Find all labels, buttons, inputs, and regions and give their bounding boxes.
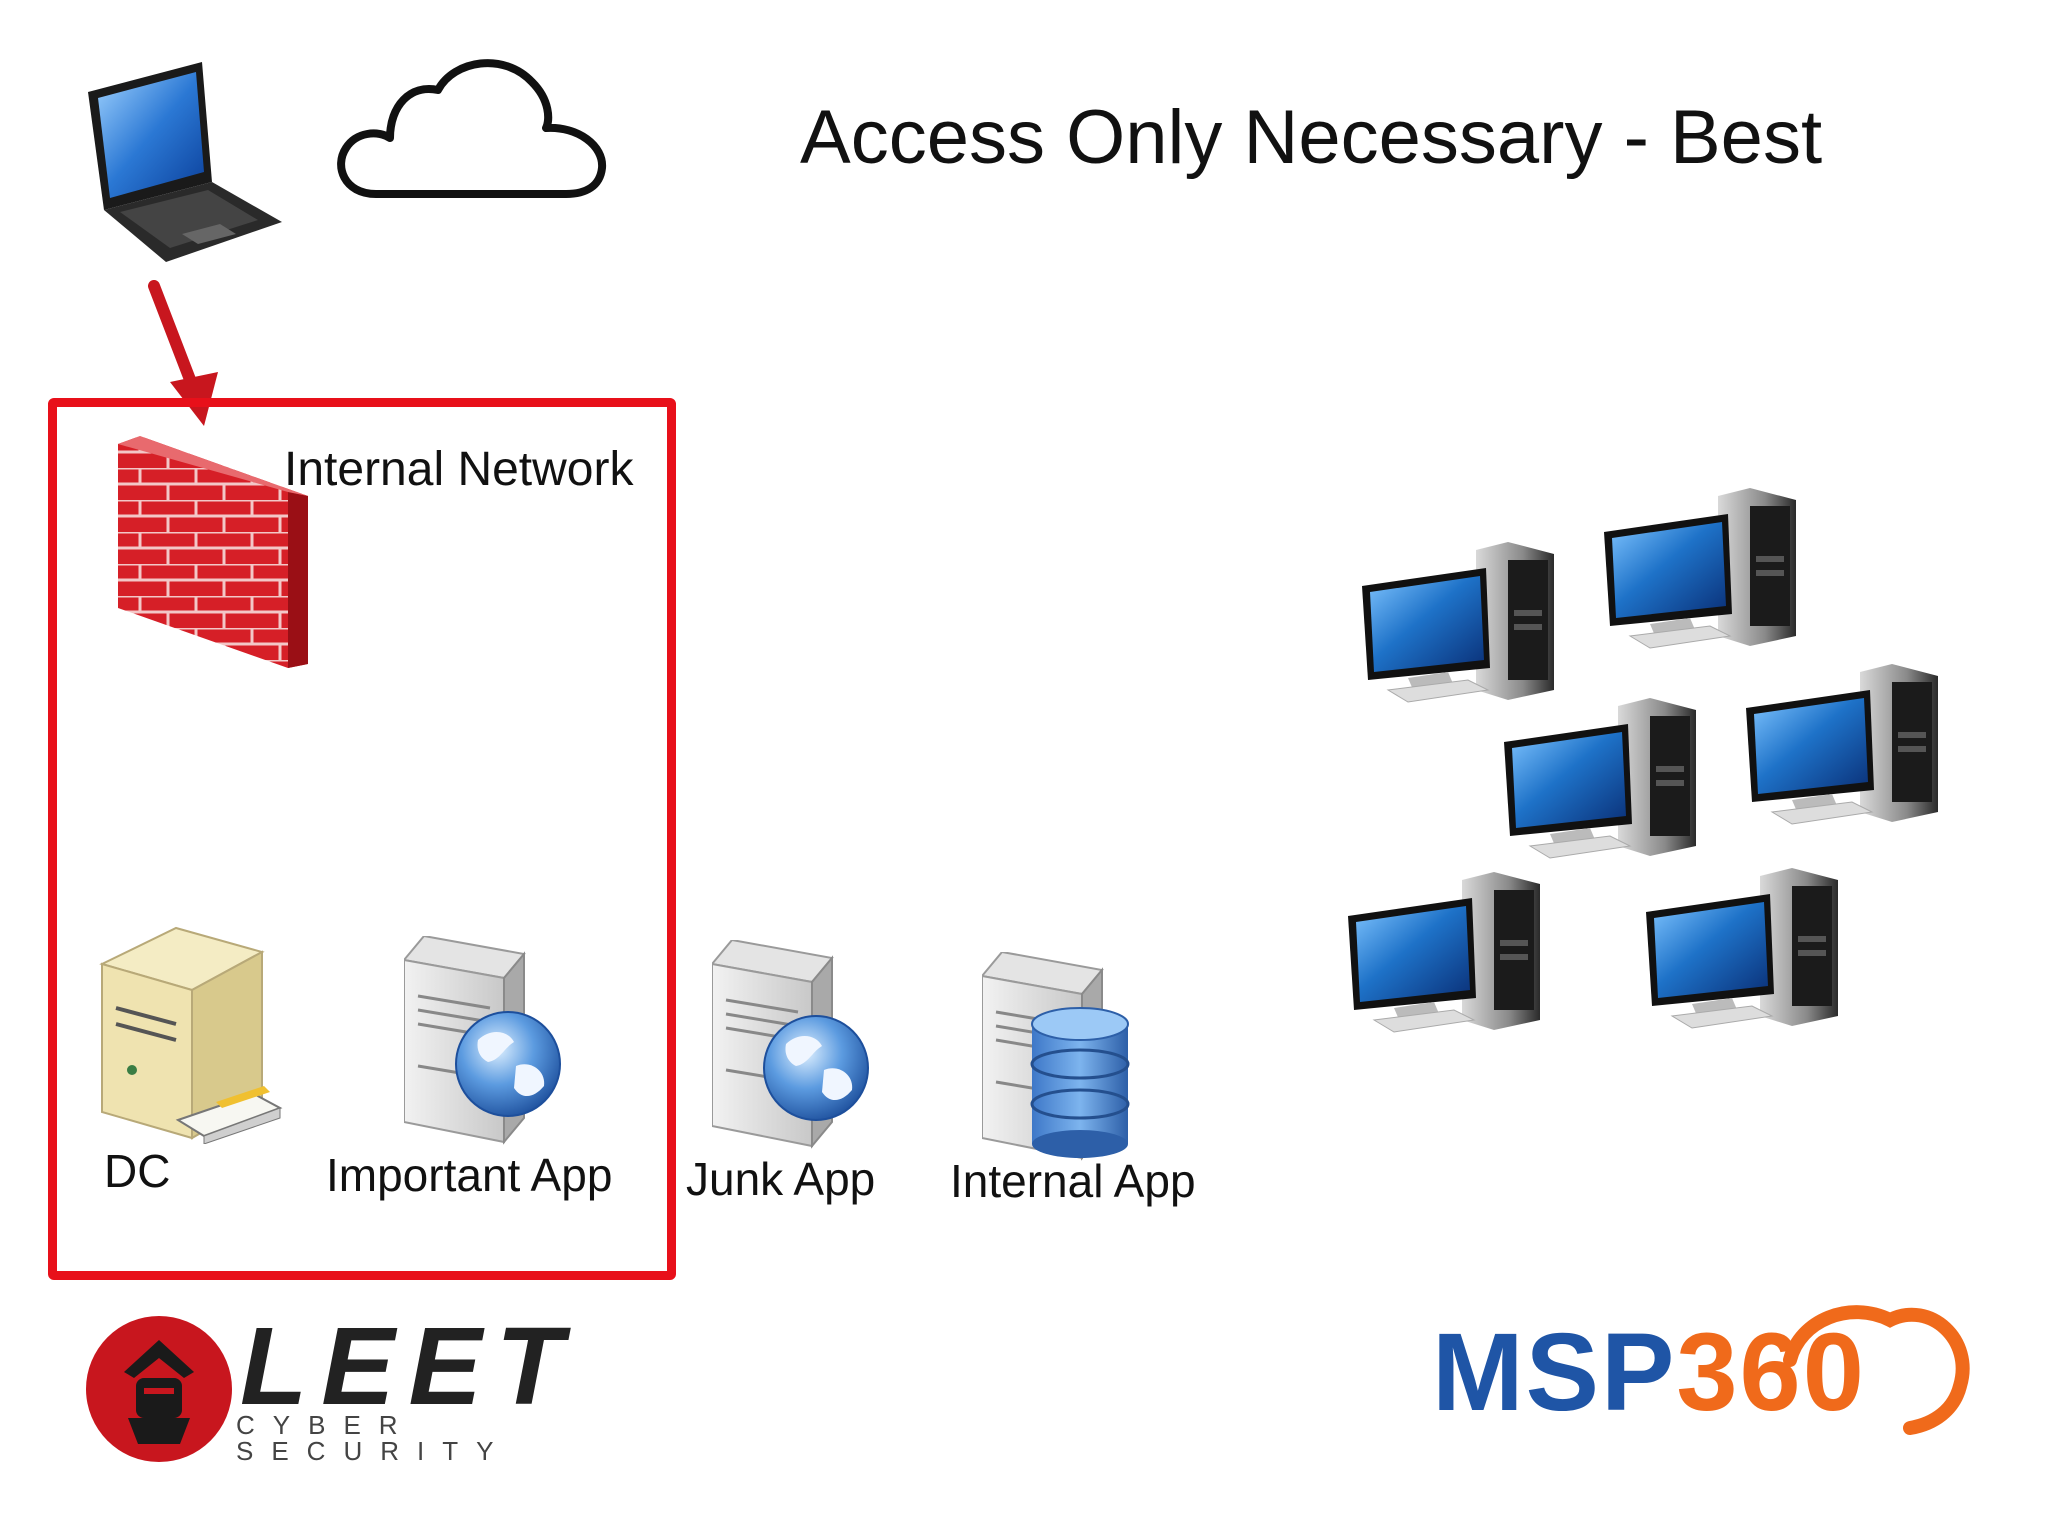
junk-app-label: Junk App — [686, 1153, 876, 1205]
msp360-wordmark-360: 360 — [1676, 1311, 1866, 1434]
msp360-cloud-swoosh-icon — [1783, 1305, 1970, 1435]
desktop-computer-icon — [1745, 663, 1939, 825]
desktop-computer-icon — [1603, 487, 1797, 649]
firewall-icon — [118, 436, 308, 668]
desktop-computer-icon — [1645, 867, 1839, 1029]
leet-cyber-security-logo: LEET CYBER SECURITY — [0, 0, 563, 1464]
important-app-label: Important App — [326, 1149, 613, 1201]
samurai-emblem-icon — [86, 1316, 232, 1462]
msp360-logo: MSP360 — [0, 0, 1970, 1435]
desktop-computer-icon — [1347, 871, 1541, 1033]
domain-controller-server-icon — [99, 926, 283, 1144]
web-server-icon — [404, 936, 561, 1144]
laptop-icon — [88, 62, 282, 262]
desktop-computer-icon — [1361, 541, 1555, 703]
internal-app-label: Internal App — [950, 1155, 1196, 1207]
desktop-computer-icon — [1503, 697, 1697, 859]
database-server-icon — [982, 952, 1130, 1160]
web-server-icon — [712, 940, 869, 1148]
leet-wordmark: LEET — [240, 1305, 578, 1428]
leet-tagline: CYBER SECURITY — [236, 1410, 512, 1466]
slide-title: Access Only Necessary - Best — [800, 95, 1823, 180]
msp360-wordmark-msp: MSP — [1432, 1311, 1677, 1434]
internal-network-boundary — [48, 398, 676, 1280]
msp360-wordmark: MSP360 — [1432, 1318, 1866, 1428]
cloud-icon — [337, 59, 607, 198]
internal-network-label: Internal Network — [284, 443, 634, 496]
dc-label: DC — [104, 1145, 171, 1197]
